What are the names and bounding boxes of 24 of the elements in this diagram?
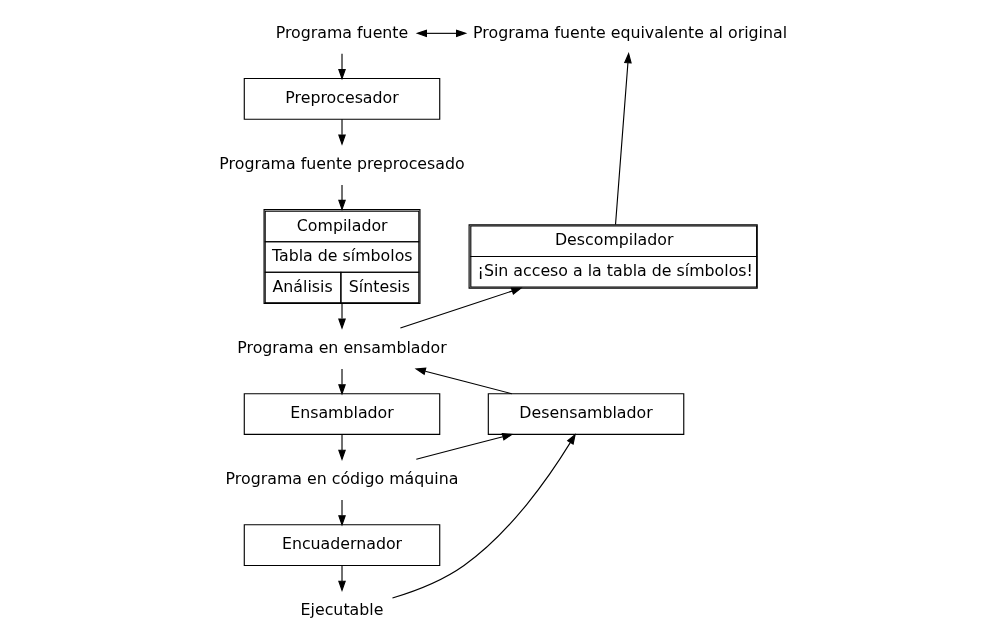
arrow — [337, 118, 346, 146]
arrow — [399, 287, 523, 329]
node-text: Ejecutable — [300, 599, 383, 619]
node-text: Programa en código máquina — [225, 468, 458, 488]
node-box: Ensamblador — [243, 393, 440, 435]
node-text: Programa fuente — [275, 22, 408, 42]
arrow — [415, 29, 467, 38]
arrow — [337, 433, 346, 461]
node-box: Preprocesador — [243, 77, 440, 120]
arrow — [337, 368, 346, 396]
arrow — [337, 303, 346, 330]
arrow — [337, 184, 346, 212]
arrow — [614, 52, 632, 226]
node-box: Desensamblador — [487, 393, 684, 435]
node-text: Programa fuente equivalente al original — [472, 22, 787, 42]
arrow — [414, 367, 512, 395]
arrow — [391, 433, 576, 599]
node-box: Encuadernador — [243, 524, 440, 567]
arrow — [337, 53, 346, 81]
arrow — [337, 499, 346, 527]
node-text: Programa fuente preprocesado — [218, 153, 465, 173]
arrow — [337, 565, 346, 593]
arrow — [415, 433, 513, 460]
node-text: Programa en ensamblador — [236, 337, 447, 357]
